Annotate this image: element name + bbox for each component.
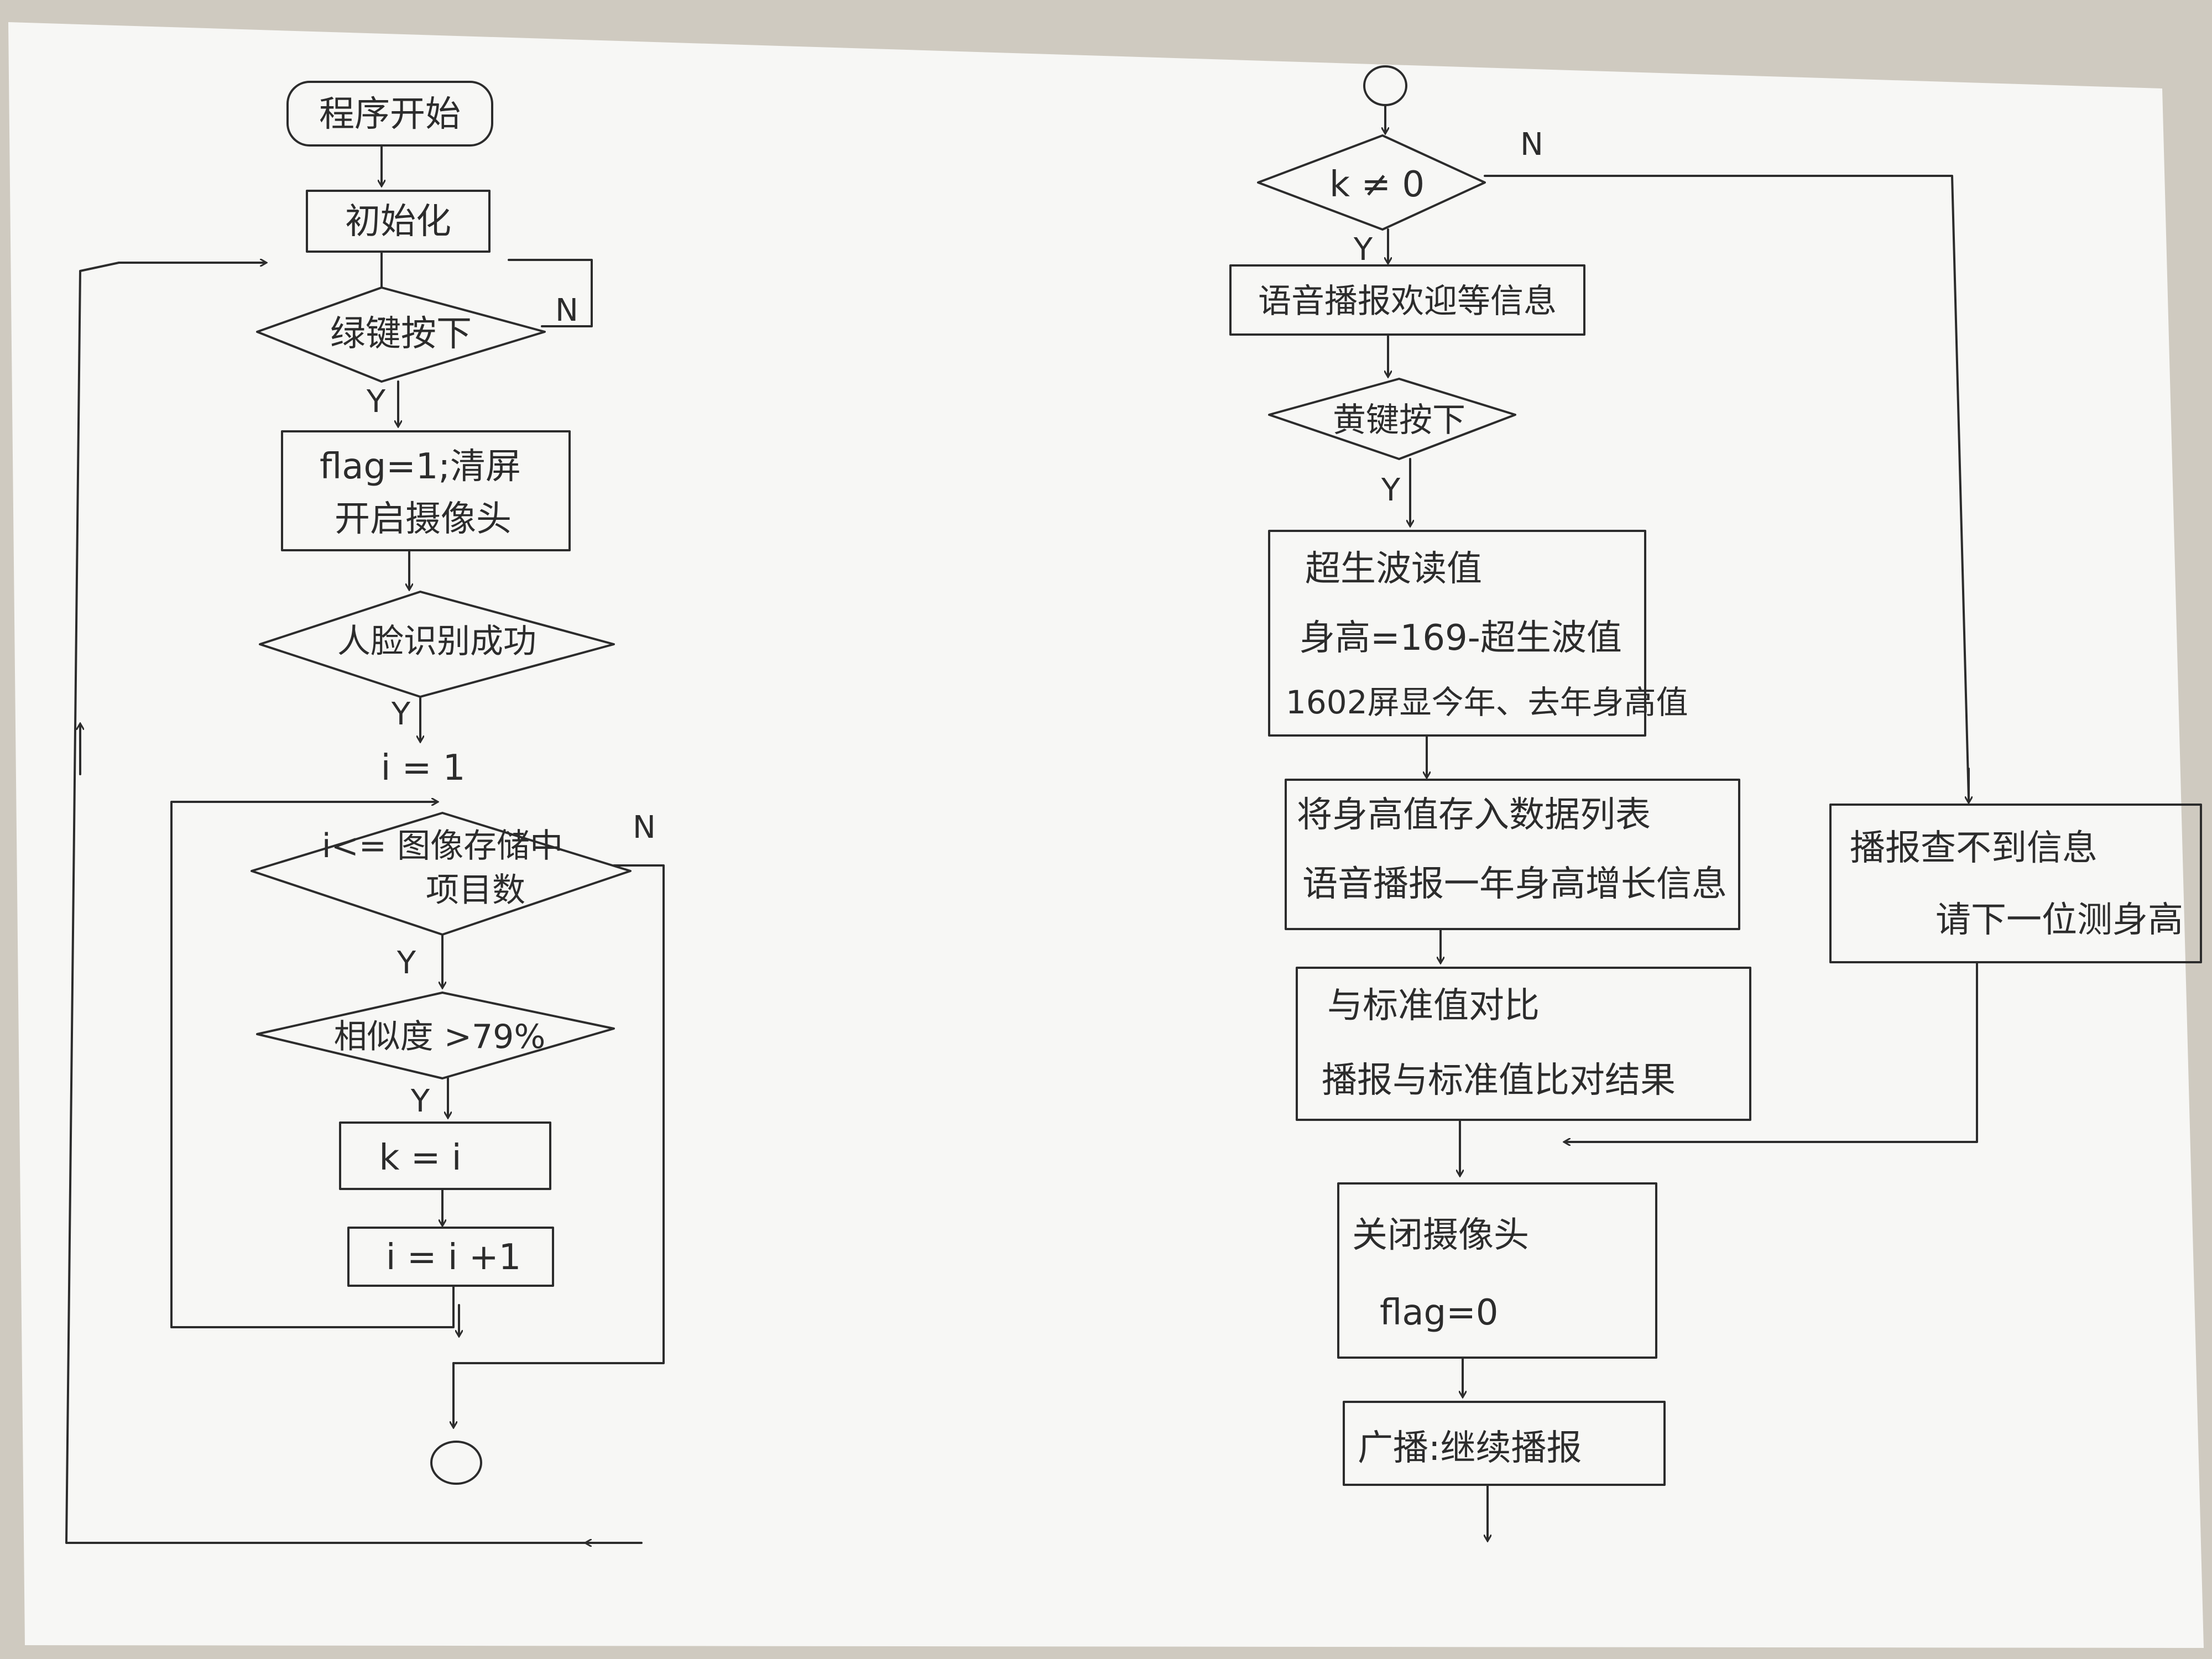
similarity-diamond [256, 992, 615, 1079]
store-label-2: 语音播报一年身高增长信息 [1302, 864, 1727, 905]
compare-label-1: 与标准值对比 [1327, 985, 1540, 1026]
loop-condition-diamond [251, 812, 632, 936]
open-camera-box [281, 430, 571, 551]
compare-box [1296, 967, 1751, 1121]
loop-cond-label-1: i<= 图像存储中 [322, 827, 563, 865]
store-label-1: 将身高值存入数据列表 [1297, 795, 1651, 836]
face-yes: Y [391, 696, 411, 732]
measure-label-2: 身高=169-超生波值 [1300, 618, 1622, 659]
broadcast-box [1343, 1401, 1666, 1486]
outer-loop-line [65, 262, 615, 1544]
loop-cond-yes: Y [397, 945, 416, 981]
k-nonzero-diamond [1257, 134, 1486, 231]
i-increment-label: i = i +1 [386, 1237, 521, 1278]
green-key-yes: Y [366, 384, 386, 420]
broadcast-label: 广播:继续播报 [1358, 1428, 1582, 1469]
start-terminal [286, 81, 493, 147]
compare-label-2: 播报与标准值比对结果 [1322, 1060, 1676, 1101]
measure-label-3: 1602屏显今年、去年身高值 [1286, 684, 1688, 721]
green-key-label: 绿键按下 [330, 314, 472, 354]
measure-box [1268, 530, 1646, 737]
connector-circle-left [430, 1441, 482, 1485]
inner-loop-frame [170, 801, 427, 1328]
yellow-key-label: 黄键按下 [1333, 401, 1465, 440]
k-assign-label: k = i [379, 1138, 461, 1178]
not-found-label-1: 播报查不到信息 [1850, 828, 2098, 869]
close-camera-label-1: 关闭摄像头 [1352, 1215, 1529, 1256]
k-assign-box [339, 1121, 551, 1190]
k-n-branch [1484, 175, 1970, 800]
loop-cond-no: N [633, 810, 656, 846]
store-box [1285, 779, 1740, 930]
close-camera-label-2: flag=0 [1380, 1292, 1499, 1333]
green-key-no: N [555, 293, 578, 328]
yellow-key-diamond [1268, 378, 1516, 460]
init-box [306, 190, 491, 253]
start-label: 程序开始 [319, 94, 461, 135]
i-increment-box [347, 1227, 554, 1287]
face-recognition-label: 人脸识别成功 [337, 622, 536, 661]
init-label: 初始化 [345, 201, 451, 242]
close-camera-box [1337, 1182, 1657, 1359]
k-no: N [1520, 127, 1543, 163]
yellow-key-yes: Y [1381, 472, 1401, 508]
similarity-yes: Y [410, 1083, 430, 1119]
paper-sheet [8, 22, 2204, 1648]
loop-back-line [170, 1285, 455, 1328]
loop-cond-label-2: 项目数 [426, 871, 525, 910]
open-camera-label-2: 开启摄像头 [335, 499, 512, 540]
face-recognition-diamond [259, 591, 615, 698]
measure-label-1: 超生波读值 [1305, 549, 1482, 589]
not-found-label-2: 请下一位测身高 [1936, 900, 2183, 941]
not-found-box [1829, 804, 2202, 963]
k-nonzero-label: k ≠ 0 [1329, 164, 1425, 205]
not-found-return [1575, 961, 1978, 1143]
green-key-diamond [256, 286, 546, 383]
green-key-n-loop [508, 259, 593, 327]
welcome-box [1229, 264, 1585, 336]
k-yes: Y [1353, 232, 1373, 268]
loop-cond-n-line [452, 864, 665, 1364]
i-init-label: i = 1 [381, 748, 466, 789]
similarity-label: 相似度 >79% [334, 1018, 546, 1056]
welcome-label: 语音播报欢迎等信息 [1258, 282, 1557, 321]
open-camera-label-1: flag=1;清屏 [320, 446, 521, 487]
